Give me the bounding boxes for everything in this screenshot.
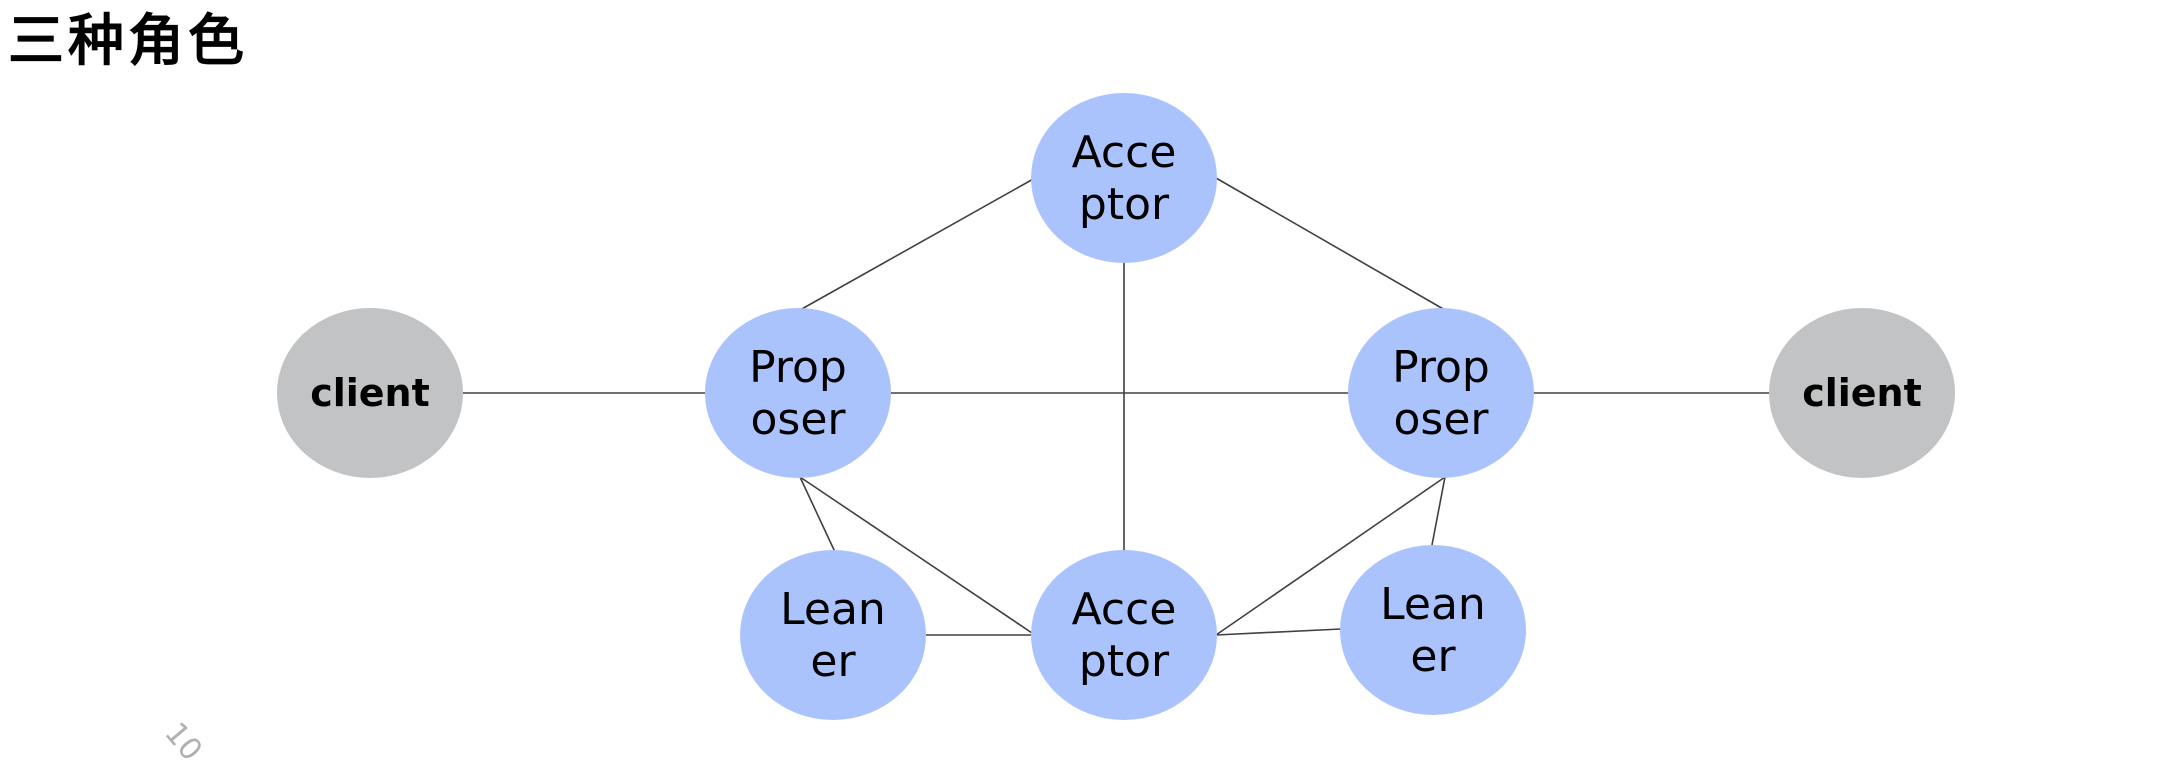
proposer-right-label-line-2: oser [1393, 394, 1489, 445]
learner-left-label-line-1: Lean [780, 584, 886, 635]
acceptor-bottom-ellipse [1031, 550, 1217, 720]
proposer-right-ellipse [1348, 308, 1534, 478]
edge-acceptor-top-to-proposer-right [1215, 177, 1446, 311]
client-left-ellipse [277, 308, 463, 478]
edge-proposer-left-to-acceptor-bottom [799, 476, 1036, 636]
learner-right-label-line-2: er [1410, 631, 1456, 682]
edge-proposer-right-to-acceptor-bottom [1215, 476, 1446, 636]
client-right-label-line-1: client [1802, 371, 1922, 415]
proposer-left-label-line-1: Prop [749, 342, 847, 393]
edge-acceptor-top-to-proposer-left [799, 177, 1036, 311]
client-left-label-line-1: client [310, 371, 430, 415]
nodes-layer: AcceptorAcceptorProposerProposerLeanerLe… [277, 93, 1955, 720]
acceptor-top-ellipse [1031, 93, 1217, 263]
learner-right-label-line-1: Lean [1380, 579, 1486, 630]
acceptor-bottom-label-line-1: Acce [1072, 584, 1177, 635]
node-client-right: client [1769, 308, 1955, 478]
edge-proposer-right-to-learner-right [1431, 476, 1446, 546]
client-right-ellipse [1769, 308, 1955, 478]
acceptor-top-label-line-1: Acce [1072, 127, 1177, 178]
acceptor-bottom-label-line-2: ptor [1079, 636, 1170, 687]
edge-proposer-left-to-learner-left [799, 476, 836, 553]
learner-right-ellipse [1340, 545, 1526, 715]
edges-layer [463, 177, 1769, 636]
node-client-left: client [277, 308, 463, 478]
learner-left-label-line-2: er [810, 636, 856, 687]
page-title: 三种角色 [8, 9, 248, 74]
acceptor-top-label-line-2: ptor [1079, 179, 1170, 230]
proposer-right-label-line-1: Prop [1392, 342, 1490, 393]
learner-left-ellipse [740, 550, 926, 720]
edge-acceptor-bottom-to-learner-right [1215, 628, 1342, 636]
proposer-left-ellipse [705, 308, 891, 478]
proposer-left-label-line-2: oser [750, 394, 846, 445]
